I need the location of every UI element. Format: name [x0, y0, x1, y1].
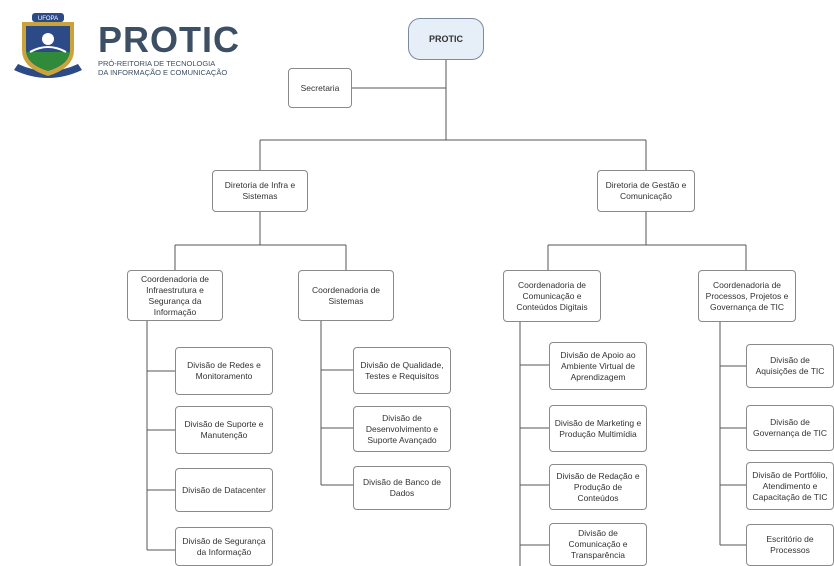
node-div-suporte: Divisão de Suporte e Manutenção: [175, 406, 273, 454]
node-coord-sistemas: Coordenadoria de Sistemas: [298, 270, 394, 321]
node-div-governanca: Divisão de Governança de TIC: [746, 405, 834, 451]
node-div-aquisicoes: Divisão de Aquisições de TIC: [746, 344, 834, 388]
node-coord-processos: Coordenadoria de Processos, Projetos e G…: [698, 270, 796, 322]
node-diretoria-infra: Diretoria de Infra e Sistemas: [212, 170, 308, 212]
node-div-desenvolvimento: Divisão de Desenvolvimento e Suporte Ava…: [353, 406, 451, 452]
node-secretaria: Secretaria: [288, 68, 352, 108]
node-coord-infraestrutura: Coordenadoria de Infraestrutura e Segura…: [127, 270, 223, 321]
node-coord-comunicacao: Coordenadoria de Comunicação e Conteúdos…: [503, 270, 601, 322]
ufopa-seal-icon: UFOPA: [14, 13, 82, 78]
node-diretoria-gestao: Diretoria de Gestão e Comunicação: [597, 170, 695, 212]
node-protic: PROTIC: [408, 18, 484, 60]
protic-logo: UFOPA PROTIC PRÓ-REITORIA DE TECNOLOGIA …: [8, 8, 241, 83]
node-div-datacenter: Divisão de Datacenter: [175, 468, 273, 512]
node-escritorio-processos: Escritório de Processos: [746, 524, 834, 566]
logo-title: PROTIC: [98, 19, 241, 60]
node-div-redes: Divisão de Redes e Monitoramento: [175, 347, 273, 395]
node-div-banco-dados: Divisão de Banco de Dados: [353, 466, 451, 510]
node-div-marketing: Divisão de Marketing e Produção Multimíd…: [549, 405, 647, 452]
node-div-portfolio: Divisão de Portfólio, Atendimento e Capa…: [746, 462, 834, 510]
logo-subtitle: PRÓ-REITORIA DE TECNOLOGIA DA INFORMAÇÃO…: [98, 59, 248, 77]
node-div-redacao: Divisão de Redação e Produção de Conteúd…: [549, 464, 647, 510]
seal-text: UFOPA: [38, 16, 58, 22]
logo-subtitle-line2: DA INFORMAÇÃO E COMUNICAÇÃO: [98, 68, 228, 77]
logo-subtitle-line1: PRÓ-REITORIA DE TECNOLOGIA: [98, 59, 216, 68]
node-div-qualidade: Divisão de Qualidade, Testes e Requisito…: [353, 347, 451, 394]
node-div-seguranca: Divisão de Segurança da Informação: [175, 527, 273, 566]
node-div-apoio-ava: Divisão de Apoio ao Ambiente Virtual de …: [549, 342, 647, 390]
node-div-comunicacao: Divisão de Comunicação e Transparência: [549, 523, 647, 566]
